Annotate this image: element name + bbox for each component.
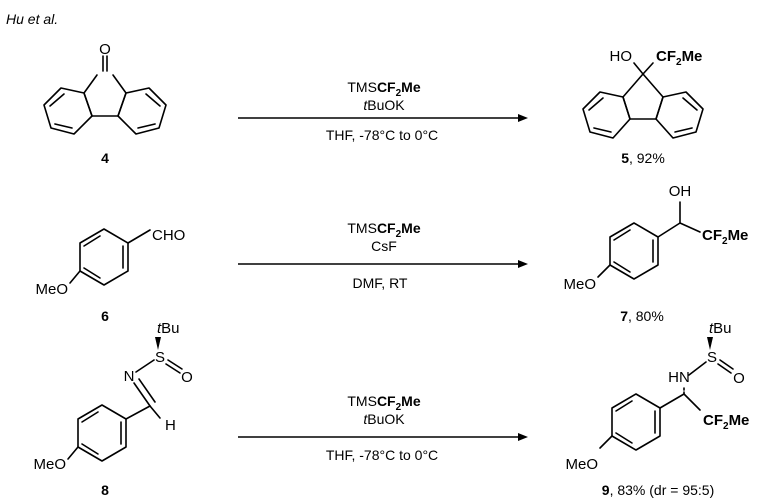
atom-o: O — [99, 41, 111, 58]
base-1: tBuOK — [363, 97, 405, 113]
reagent-2: TMSCF2Me — [347, 220, 420, 240]
base-3: tBuOK — [363, 411, 405, 427]
sulfinylimine-structure: tBu S O N H MeO — [33, 320, 192, 473]
solvent-3: THF, -78°C to 0°C — [326, 447, 438, 463]
atom-hn: HN — [668, 369, 690, 386]
atom-h: H — [165, 417, 176, 434]
base-2: CsF — [371, 238, 397, 254]
atom-meo: MeO — [565, 456, 598, 473]
scheme-title: Hu et al. — [6, 11, 58, 27]
arrowhead-3 — [518, 433, 528, 441]
atom-o: O — [181, 369, 193, 386]
atom-s: S — [707, 349, 717, 366]
atom-s: S — [155, 349, 165, 366]
atom-cf2me: CF2Me — [656, 48, 702, 68]
atom-n: N — [124, 368, 135, 385]
product-label-7: 7, 80% — [620, 308, 664, 324]
reagent-3: TMSCF2Me — [347, 393, 420, 413]
atom-cf2me: CF2Me — [703, 412, 749, 432]
atom-meo: MeO — [35, 281, 68, 298]
atom-meo: MeO — [33, 456, 66, 473]
product-label-5: 5, 92% — [621, 150, 665, 166]
product-5-structure: HO CF2Me — [582, 48, 704, 139]
compound-number-6: 6 — [101, 308, 109, 324]
atom-tbu: tBu — [709, 320, 732, 337]
atom-meo: MeO — [563, 276, 596, 293]
arrowhead-2 — [518, 260, 528, 268]
anisaldehyde-structure: CHO MeO — [35, 227, 185, 298]
atom-oh: OH — [669, 183, 692, 200]
solvent-1: THF, -78°C to 0°C — [326, 127, 438, 143]
product-9-structure: tBu S O HN CF2Me MeO — [565, 320, 749, 473]
product-label-9: 9, 83% (dr = 95:5) — [602, 482, 714, 498]
atom-cho: CHO — [152, 227, 185, 244]
atom-tbu: tBu — [157, 320, 180, 337]
solvent-2: DMF, RT — [353, 275, 408, 291]
product-7-structure: OH CF2Me MeO — [563, 183, 748, 293]
compound-number-8: 8 — [101, 482, 109, 498]
atom-ho: HO — [610, 48, 633, 65]
atom-o: O — [733, 370, 745, 387]
arrowhead-1 — [518, 114, 528, 122]
compound-number-4: 4 — [101, 150, 109, 166]
atom-cf2me: CF2Me — [702, 227, 748, 247]
fluorenone-structure: O — [43, 41, 167, 135]
reagent-1: TMSCF2Me — [347, 79, 420, 99]
